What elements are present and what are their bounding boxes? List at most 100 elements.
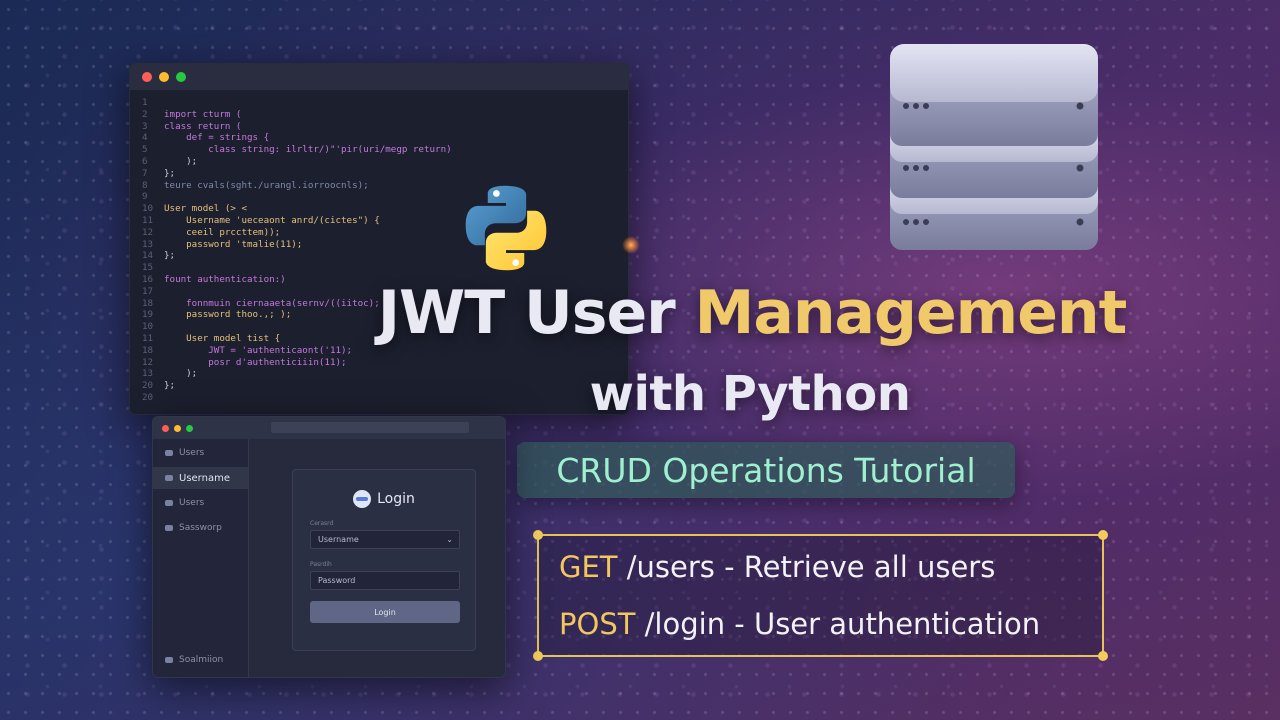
code-line: 17 [142,286,628,298]
line-number: 16 [142,273,154,285]
code-line: 12 posr d'authenticiiin(11); [142,357,628,369]
line-number: 20 [142,380,154,392]
line-number: 7 [142,167,148,179]
endpoint-method: POST [559,607,636,641]
close-dot-icon[interactable] [162,424,169,432]
code-line: 13 ); [142,368,628,380]
line-number: 9 [142,191,148,203]
line-number: 6 [142,155,148,167]
headline-part1: JWT User [377,278,695,348]
code-text: }; [164,380,176,392]
code-line: 15 [142,262,628,274]
line-number: 5 [142,144,148,156]
code-text: User model tist { [164,332,281,344]
code-text: }; [164,167,176,179]
code-text: def = strings { [164,132,270,144]
code-line: 18 fonnmuin ciernaaeta(sernv/((iitoc); [142,298,628,310]
corner-dot [533,651,543,661]
line-number: 2 [142,108,148,120]
line-number: 13 [142,238,154,250]
line-number: 20 [142,391,154,403]
line-number: 8 [142,179,148,191]
password-input[interactable]: Password [310,571,460,590]
line-number: 12 [142,226,154,238]
code-line: 11 User model tist { [142,333,628,345]
line-number: 18 [142,297,154,309]
address-bar[interactable] [271,422,469,433]
code-line: 10 [142,321,628,333]
corner-dot [1098,530,1108,540]
code-text: ); [164,368,198,380]
line-number: 11 [142,332,154,344]
code-line: 20}; [142,380,628,392]
line-number: 13 [142,368,154,380]
chevron-down-icon: ⌄ [446,535,453,544]
code-text: Username 'ueceaont anrd/(cictes") { [164,214,380,226]
sidebar-footer-label: Soalmiion [179,655,224,665]
user-icon [165,475,173,481]
crud-badge: CRUD Operations Tutorial [517,442,1015,498]
login-logo-icon [353,490,372,508]
sidebar-footer[interactable]: Soalmiion [165,655,223,665]
code-window-titlebar [130,64,628,90]
users-icon [165,450,173,456]
corner-dot [533,530,543,540]
server-stack-icon [890,44,1098,250]
line-number: 12 [142,356,154,368]
spark-glow [622,236,640,254]
sidebar-item-label: Users [179,448,205,458]
code-line: 1 [142,97,628,109]
line-number: 10 [142,203,154,215]
sidebar-item-users[interactable]: Users [153,442,248,464]
code-text: JWT = 'authenticaont('11); [164,344,353,356]
password-label: Pasrdih [310,561,332,568]
login-button[interactable]: Login [310,601,460,623]
username-select[interactable]: Username ⌄ [310,530,460,549]
maximize-dot-icon[interactable] [186,424,193,432]
sidebar-item-users-2[interactable]: Users [153,492,248,514]
minimize-dot-icon[interactable] [159,72,169,82]
password-placeholder: Password [318,576,356,585]
corner-dot [1098,651,1108,661]
username-label: Cerasrd [310,520,334,527]
python-logo-icon [465,185,547,271]
code-text: fonnmuin ciernaaeta(sernv/((iitoc); [164,297,380,309]
sidebar-item-username[interactable]: Username [153,467,248,489]
code-line: 4 def = strings { [142,132,628,144]
line-number: 18 [142,344,154,356]
line-number: 17 [142,285,154,297]
headline-subtitle: with Python [589,366,911,422]
app-window-titlebar [153,417,505,439]
code-line: 13 password 'tmalie(11); [142,239,628,251]
line-number: 1 [142,97,148,108]
close-dot-icon[interactable] [142,72,152,82]
headline-accent: Management [694,278,1128,348]
maximize-dot-icon[interactable] [176,72,186,82]
code-line: 14}; [142,250,628,262]
code-line: 6 ); [142,156,628,168]
login-card: Login Cerasrd Username ⌄ Pasrdih Passwor… [292,469,476,651]
code-text: import cturm ( [164,108,242,120]
endpoints-box: GET /users - Retrieve all users POST /lo… [533,530,1108,661]
sidebar-item-label: Username [179,472,230,484]
login-header: Login [293,490,475,508]
endpoint-description: /login - User authentication [635,607,1041,641]
code-line: 16 fount authentication:) [142,274,628,286]
code-text: password 'tmalie(11); [164,238,303,250]
lock-icon [165,525,173,531]
code-text: ceeil prccttem)); [164,226,281,238]
minimize-dot-icon[interactable] [174,424,181,432]
line-number: 10 [142,321,154,333]
code-line: 19 password thoo.,; ); [142,309,628,321]
endpoint-description: /users - Retrieve all users [617,550,996,584]
code-text: class return ( [164,120,242,132]
line-number: 11 [142,214,154,226]
code-text: fount authentication:) [164,273,286,285]
line-number: 3 [142,120,148,132]
code-line: 8 teure cvals(sght./urangl.iorroocnls); [142,180,628,192]
code-text: teure cvals(sght./urangl.iorroocnls); [164,179,369,191]
code-text: password thoo.,; ); [164,309,292,321]
sidebar-item-password[interactable]: Sassworp [153,517,248,539]
